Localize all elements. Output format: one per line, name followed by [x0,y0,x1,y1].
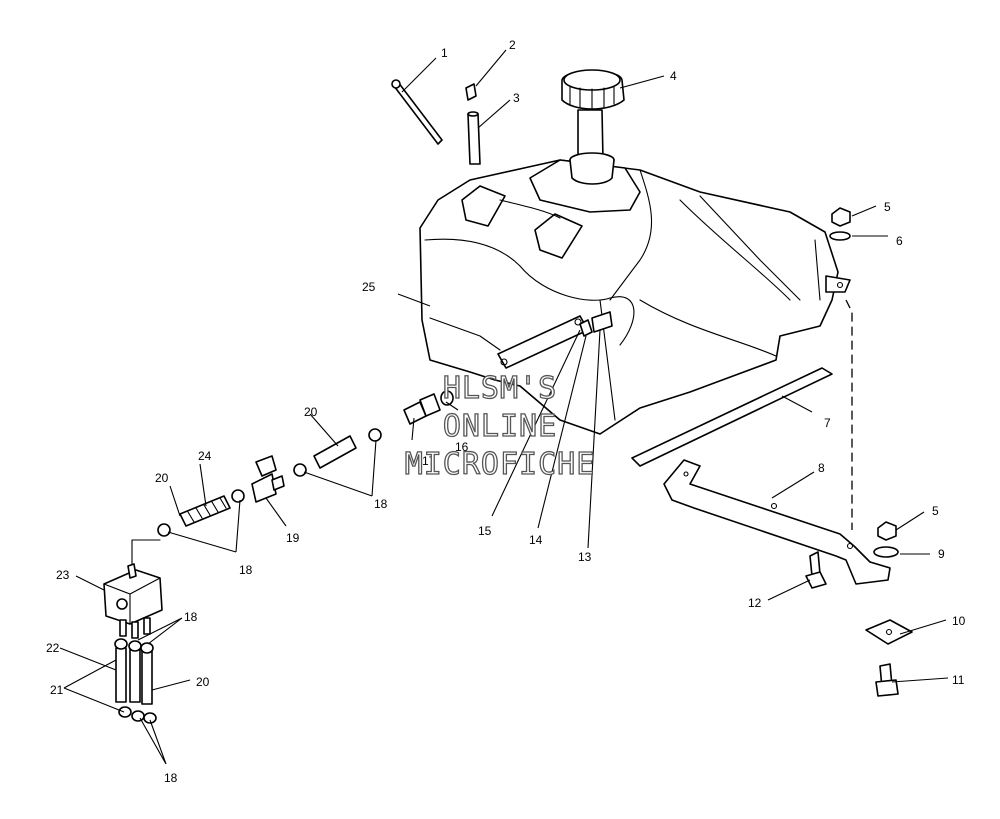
callout-6: 6 [896,234,903,248]
tank-bracket [663,459,891,585]
callout-16: 16 [455,440,469,454]
top-nut [829,207,851,241]
callout-25: 25 [362,280,376,294]
fuel-valve [251,455,285,503]
bracket-bolt [805,551,827,589]
callout-9: 9 [938,547,945,561]
callout-1: 1 [441,46,448,60]
mount-line [845,299,853,530]
watermark-line-1: HLSM'S [443,371,557,406]
callout-19: 19 [286,531,300,545]
watermark-line-2: ONLINE [443,409,557,444]
callout-21: 21 [50,683,64,697]
callout-18-mid: 18 [239,563,253,577]
callout-23: 23 [56,568,70,582]
fuel-pump [103,539,163,639]
outlet-fitting [403,390,454,425]
callout-2: 2 [509,38,516,52]
callout-13: 13 [578,550,592,564]
callout-20-upper: 20 [304,405,318,419]
callout-4: 4 [670,69,677,83]
callout-24: 24 [198,449,212,463]
isolator-plate [865,619,913,645]
callout-8: 8 [818,461,825,475]
fuel-hose-spring [157,489,245,537]
fuel-hoses-lower [114,638,157,724]
callout-3: 3 [513,91,520,105]
fuel-sender [497,311,613,369]
callout-7: 7 [824,416,831,430]
callout-14: 14 [529,533,543,547]
callout-17: 17 [422,454,436,468]
callout-11: 11 [952,673,965,687]
vent-fitting [465,83,477,101]
callout-10: 10 [952,614,966,628]
callout-20-mid: 20 [155,471,169,485]
vent-tube [467,111,481,165]
callout-22: 22 [46,641,60,655]
filler-neck [569,109,615,185]
callout-18-pump: 18 [184,610,198,624]
fuel-cap [561,69,625,111]
callout-5-top: 5 [884,200,891,214]
vent-hose [391,79,443,145]
callouts: 1 2 3 4 5 6 7 8 5 9 10 11 12 13 14 15 16… [46,38,966,785]
callout-18-lower: 18 [164,771,178,785]
leader-lines [59,49,949,765]
callout-18-upper: 18 [374,497,388,511]
bottom-nut [873,521,899,558]
watermark-line-3: MICROFICHE [405,447,596,482]
callout-12: 12 [748,596,762,610]
tank-bolt [875,663,899,697]
fuel-hose-upper [293,428,382,477]
callout-20-lower: 20 [196,675,210,689]
callout-5-bottom: 5 [932,504,939,518]
watermark: HLSM'S ONLINE MICROFICHE [404,370,596,482]
tank-pad [631,367,833,467]
callout-15: 15 [478,524,492,538]
